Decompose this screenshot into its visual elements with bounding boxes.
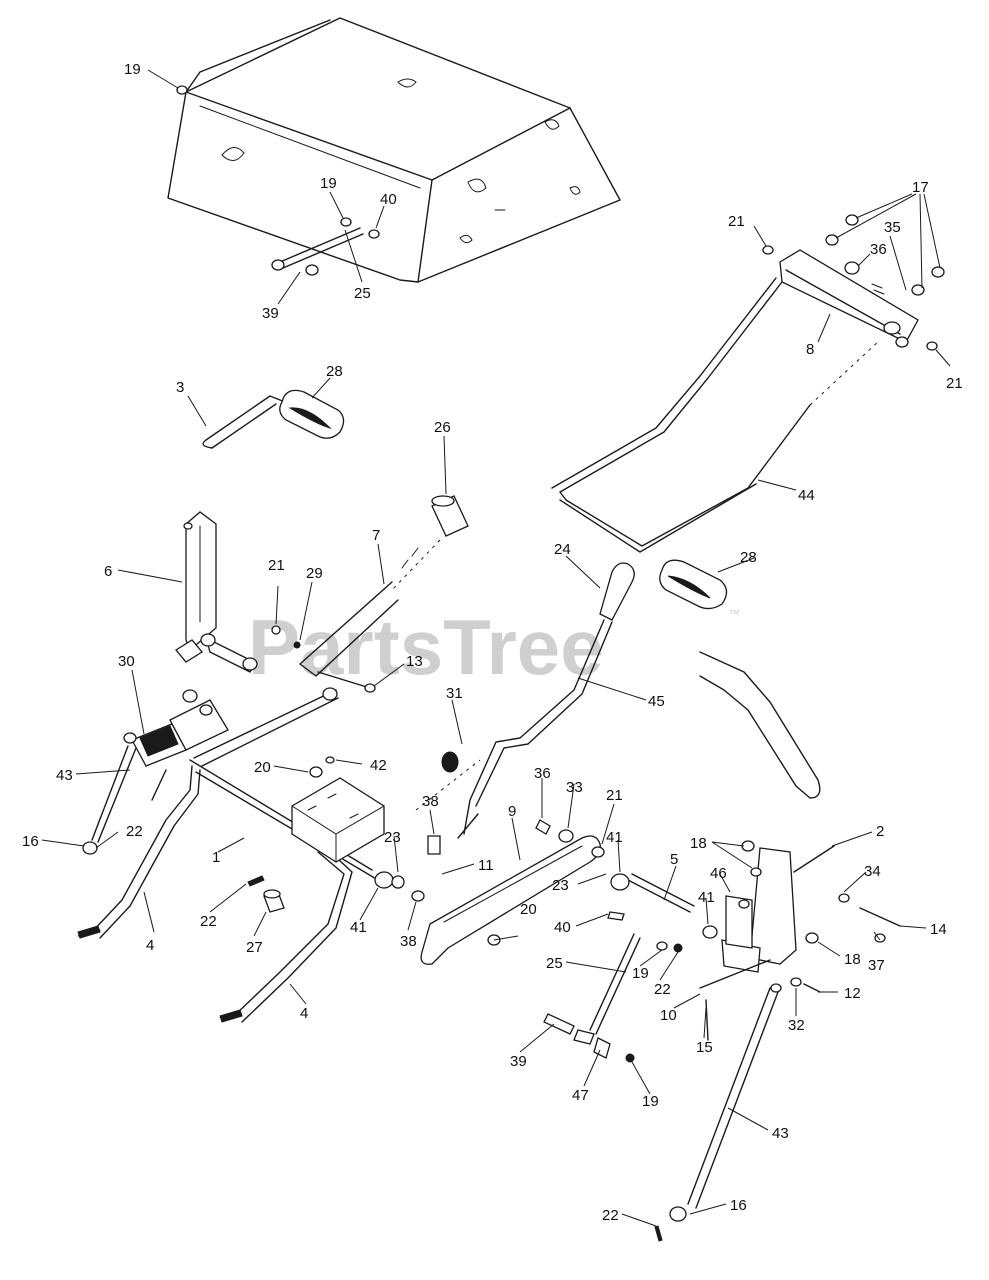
callout-22: 22 xyxy=(126,823,143,840)
callout-31: 31 xyxy=(446,685,463,702)
callout-21: 21 xyxy=(268,557,285,574)
console-panel xyxy=(167,17,621,283)
callout-18: 18 xyxy=(690,835,707,852)
pedal-4-lower xyxy=(219,847,353,1023)
lever-7 xyxy=(299,495,469,677)
callout-43: 43 xyxy=(56,767,73,784)
callout-45: 45 xyxy=(648,693,665,710)
lower-small-parts xyxy=(247,751,459,913)
callout-20: 20 xyxy=(520,901,537,918)
pedal-4-left xyxy=(77,765,201,939)
callout-28: 28 xyxy=(326,363,343,380)
callout-21: 21 xyxy=(946,375,963,392)
callout-42: 42 xyxy=(370,757,387,774)
callout-10: 10 xyxy=(660,1007,677,1024)
callout-26: 26 xyxy=(434,419,451,436)
callout-16: 16 xyxy=(22,833,39,850)
watermark: PartsTree ™ xyxy=(248,603,740,691)
callout-39: 39 xyxy=(262,305,279,322)
callout-23: 23 xyxy=(552,877,569,894)
right-bracket-assembly xyxy=(607,840,901,1041)
callout-19: 19 xyxy=(642,1093,659,1110)
handle-3 xyxy=(202,389,345,449)
spring-30 xyxy=(123,689,229,767)
callout-34: 34 xyxy=(864,863,881,880)
callout-41: 41 xyxy=(350,919,367,936)
callout-2: 2 xyxy=(876,823,884,840)
callout-38: 38 xyxy=(400,933,417,950)
callout-35: 35 xyxy=(884,219,901,236)
callout-41: 41 xyxy=(698,889,715,906)
callout-14: 14 xyxy=(930,921,947,938)
callout-19: 19 xyxy=(632,965,649,982)
bracket-6 xyxy=(175,511,258,673)
callout-21: 21 xyxy=(728,213,745,230)
callout-22: 22 xyxy=(602,1207,619,1224)
callout-38: 38 xyxy=(422,793,439,810)
callout-40: 40 xyxy=(554,919,571,936)
callout-8: 8 xyxy=(806,341,814,358)
callout-21: 21 xyxy=(606,787,623,804)
callout-19: 19 xyxy=(124,61,141,78)
spring-25-lower xyxy=(543,933,641,1063)
callout-labels: 19 19 40 25 39 17 21 35 36 8 21 3 28 26 … xyxy=(22,61,963,1224)
callout-36: 36 xyxy=(870,241,887,258)
callout-25: 25 xyxy=(354,285,371,302)
callout-9: 9 xyxy=(508,803,516,820)
callout-43: 43 xyxy=(772,1125,789,1142)
callout-47: 47 xyxy=(572,1087,589,1104)
callout-27: 27 xyxy=(246,939,263,956)
callout-25: 25 xyxy=(546,955,563,972)
callout-4: 4 xyxy=(300,1005,308,1022)
link-9 xyxy=(415,759,605,965)
callout-37: 37 xyxy=(868,957,885,974)
bracket-8 xyxy=(762,214,945,351)
callout-30: 30 xyxy=(118,653,135,670)
callout-22: 22 xyxy=(654,981,671,998)
callout-20: 20 xyxy=(254,759,271,776)
callout-19: 19 xyxy=(320,175,337,192)
callout-23: 23 xyxy=(384,829,401,846)
pin-25-assembly xyxy=(176,85,380,276)
callout-12: 12 xyxy=(844,985,861,1002)
callout-13: 13 xyxy=(406,653,423,670)
callout-41: 41 xyxy=(606,829,623,846)
callout-6: 6 xyxy=(104,563,112,580)
watermark-trademark: ™ xyxy=(728,607,740,621)
callout-5: 5 xyxy=(670,851,678,868)
callout-28: 28 xyxy=(740,549,757,566)
callout-11: 11 xyxy=(478,857,494,874)
callout-7: 7 xyxy=(372,527,380,544)
watermark-text: PartsTree xyxy=(248,603,604,691)
callout-29: 29 xyxy=(306,565,323,582)
grip-28-right xyxy=(659,559,821,799)
callout-39: 39 xyxy=(510,1053,527,1070)
callout-22: 22 xyxy=(200,913,217,930)
callout-32: 32 xyxy=(788,1017,805,1034)
callout-18: 18 xyxy=(844,951,861,968)
rod-43-right xyxy=(654,983,782,1242)
callout-36: 36 xyxy=(534,765,551,782)
callout-4: 4 xyxy=(146,937,154,954)
small-fasteners-mid xyxy=(271,625,376,693)
callout-17: 17 xyxy=(912,179,929,196)
callout-15: 15 xyxy=(696,1039,713,1056)
callout-3: 3 xyxy=(176,379,184,396)
callout-leaders xyxy=(41,69,951,1227)
callout-44: 44 xyxy=(798,487,815,504)
center-bracket xyxy=(291,756,385,863)
callout-33: 33 xyxy=(566,779,583,796)
rod-43-left xyxy=(82,745,137,855)
callout-46: 46 xyxy=(710,865,727,882)
callout-16: 16 xyxy=(730,1197,747,1214)
rod-44 xyxy=(551,277,881,553)
callout-40: 40 xyxy=(380,191,397,208)
callout-1: 1 xyxy=(212,849,220,866)
callout-24: 24 xyxy=(554,541,571,558)
